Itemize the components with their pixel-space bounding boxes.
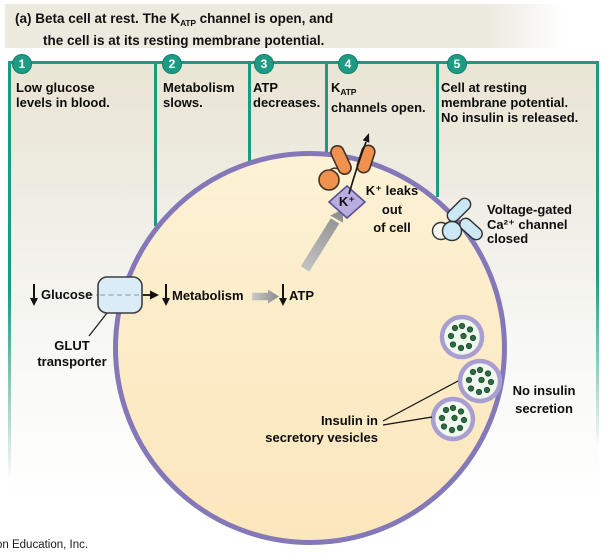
step-2-label: Metabolism slows. — [163, 80, 235, 110]
glut-transporter-icon — [97, 276, 143, 314]
atp-to-katp-arrow-icon — [300, 209, 343, 272]
step-5-badge: 5 — [447, 54, 467, 74]
secretory-vesicle-icon — [442, 317, 482, 357]
frame-right-border — [596, 61, 599, 446]
glucose-decrease-arrow-icon — [30, 284, 38, 306]
insulin-vesicles-label: Insulin in secretory vesicles — [265, 413, 378, 445]
k-leak-arrow — [348, 141, 367, 195]
column-divider-1 — [154, 61, 157, 226]
glucose-entry-arrow-icon — [143, 290, 159, 300]
beta-cell-membrane — [113, 151, 507, 545]
metabolism-decrease-arrow-icon — [162, 284, 170, 306]
step-2-badge: 2 — [162, 54, 182, 74]
glucose-label: Glucose — [41, 287, 93, 302]
atp-decrease-arrow-icon — [279, 284, 287, 306]
column-divider-2 — [248, 61, 251, 161]
metabolism-label: Metabolism — [172, 288, 244, 303]
step-1-badge: 1 — [12, 54, 32, 74]
step-3-label: ATP decreases. — [253, 80, 321, 110]
calcium-channel-label: Voltage-gated Ca²⁺ channel closed — [487, 202, 572, 246]
insulin-pointer-line — [382, 416, 433, 426]
figure-title: (a) Beta cell at rest. The KATP channel … — [5, 4, 565, 48]
frame-left-border — [8, 61, 11, 481]
glut-pointer-line — [88, 312, 108, 337]
metabolism-to-atp-arrow-icon — [252, 289, 279, 304]
title-prefix: (a) Beta cell at rest. — [15, 11, 139, 26]
step-1-label: Low glucose levels in blood. — [16, 80, 110, 110]
katp-channel-icon — [318, 133, 376, 220]
column-divider-4 — [436, 61, 439, 197]
publisher-credit: on Education, Inc. — [0, 539, 89, 551]
no-insulin-label: No insulin secretion — [512, 383, 576, 416]
title-line-1: (a) Beta cell at rest. The KATP channel … — [15, 11, 334, 28]
katp-subscript: ATP — [340, 87, 357, 97]
atp-label: ATP — [289, 288, 315, 303]
calcium-channel-icon — [431, 197, 483, 242]
k-ion-label: K⁺ — [338, 194, 356, 209]
title-line-2: the cell is at its resting membrane pote… — [43, 33, 325, 48]
step-4-badge: 4 — [338, 54, 358, 74]
k-leaks-label: K⁺ leaks out of cell — [365, 183, 419, 235]
insulin-pointer-line — [382, 380, 459, 422]
frame-top-border — [8, 61, 599, 64]
glut-transporter-label: GLUT transporter — [37, 338, 107, 369]
secretory-vesicle-icon — [433, 399, 473, 439]
katp-subscript: ATP — [180, 18, 196, 28]
column-divider-3 — [325, 61, 328, 152]
k-ion-diamond — [327, 184, 367, 220]
step-5-label: Cell at resting membrane potential. No i… — [441, 80, 579, 125]
step-3-badge: 3 — [254, 54, 274, 74]
